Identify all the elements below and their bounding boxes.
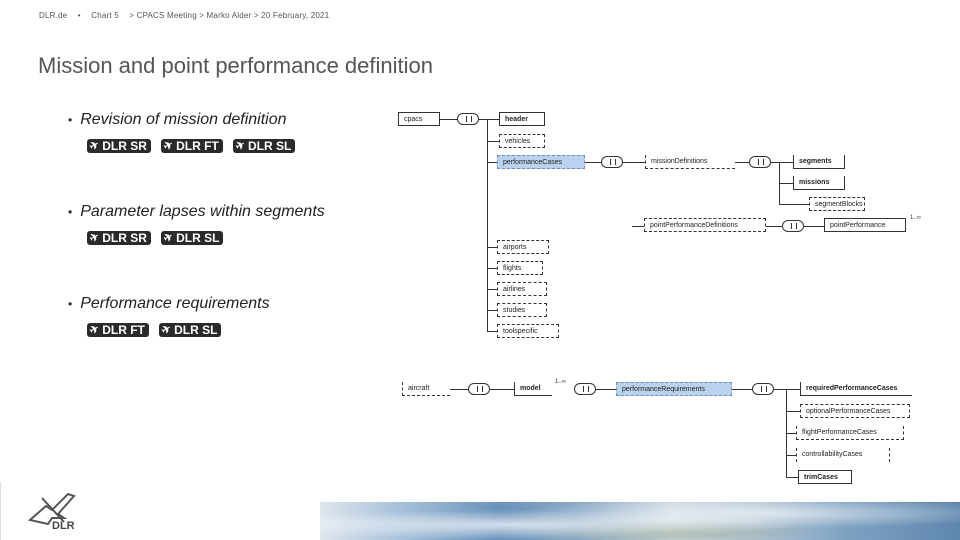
sequence-compositor-icon	[782, 220, 804, 232]
sequence-compositor-icon	[749, 156, 771, 168]
bullet-dot-icon: •	[68, 297, 72, 311]
node-segmentblocks: segmentBlocks	[809, 197, 865, 211]
breadcrumb: > CPACS Meeting > Marko Alder > 20 Febru…	[129, 11, 329, 20]
sequence-compositor-icon	[457, 113, 479, 125]
header-separator: •	[78, 11, 81, 20]
node-requiredperformancecases: requiredPerformanceCases	[800, 382, 912, 396]
node-flights: flights	[497, 261, 543, 275]
bullet-item: • Revision of mission definition	[68, 111, 287, 129]
bullet-text: Performance requirements	[80, 295, 269, 312]
dlr-badge: ✈DLR FT	[87, 323, 149, 337]
sequence-compositor-icon	[752, 383, 774, 395]
sequence-compositor-icon	[468, 383, 490, 395]
badge-label: DLR SL	[174, 323, 217, 337]
node-pointperformance: pointPerformance	[824, 218, 906, 232]
plane-icon: ✈	[233, 138, 248, 155]
node-header: header	[499, 112, 545, 126]
multiplicity-label: 1..∞	[555, 379, 566, 385]
bullet-item: • Performance requirements	[68, 295, 270, 313]
badge-label: DLR FT	[102, 323, 145, 337]
sequence-compositor-icon	[574, 383, 596, 395]
plane-icon: ✈	[87, 138, 102, 155]
dlr-badge: ✈DLR SL	[233, 139, 296, 153]
left-divider	[0, 482, 1, 540]
badge-label: DLR SL	[176, 231, 219, 245]
sequence-compositor-icon	[601, 156, 623, 168]
badge-row: ✈DLR SR ✈DLR SL	[87, 231, 223, 245]
badge-row: ✈DLR SR ✈DLR FT ✈DLR SL	[87, 139, 295, 153]
plane-icon: ✈	[161, 138, 176, 155]
plane-icon: ✈	[87, 230, 102, 247]
plane-icon: ✈	[87, 322, 102, 339]
node-airlines: airlines	[497, 282, 547, 296]
node-trimcases: trimCases	[798, 470, 852, 484]
node-airports: airports	[497, 240, 549, 254]
node-aircraft: aircraft	[402, 382, 450, 396]
node-segments: segments	[793, 155, 845, 169]
node-vehicles: vehicles	[499, 134, 545, 148]
bullet-text: Revision of mission definition	[80, 111, 286, 128]
node-missiondefinitions: missionDefinitions	[645, 155, 735, 169]
node-pointperformancedefinitions: pointPerformanceDefinitions	[644, 218, 766, 232]
bullet-text: Parameter lapses within segments	[80, 203, 325, 220]
multiplicity-label: 1..∞	[910, 215, 921, 221]
badge-label: DLR SR	[102, 139, 147, 153]
dlr-badge: ✈DLR SR	[87, 139, 151, 153]
bullet-item: • Parameter lapses within segments	[68, 203, 325, 221]
badge-label: DLR FT	[176, 139, 219, 153]
node-studies: studies	[497, 303, 547, 317]
node-missions: missions	[793, 176, 845, 190]
node-flightperformancecases: flightPerformanceCases	[796, 426, 904, 440]
node-toolspecific: toolspecific	[497, 324, 559, 338]
node-performancerequirements: performanceRequirements	[616, 382, 732, 396]
badge-row: ✈DLR FT ✈DLR SL	[87, 323, 221, 337]
site-label: DLR.de	[39, 11, 67, 20]
node-cpacs: cpacs	[398, 112, 440, 126]
node-optionalperformancecases: optionalPerformanceCases	[800, 404, 910, 418]
node-controllabilitycases: controllabilityCases	[796, 448, 890, 462]
page-title: Mission and point performance definition	[38, 53, 433, 79]
dlr-badge: ✈DLR SL	[159, 323, 222, 337]
plane-icon: ✈	[161, 230, 176, 247]
chart-number: Chart 5	[91, 11, 119, 20]
bullet-dot-icon: •	[68, 205, 72, 219]
node-model: model	[514, 382, 552, 396]
footer-earth-banner	[320, 502, 960, 540]
node-performancecases: performanceCases	[497, 155, 585, 169]
dlr-badge: ✈DLR SR	[87, 231, 151, 245]
logo-text: DLR	[52, 520, 75, 532]
slide-header: DLR.de • Chart 5 > CPACS Meeting > Marko…	[39, 11, 337, 20]
dlr-badge: ✈DLR FT	[161, 139, 223, 153]
plane-icon: ✈	[159, 322, 174, 339]
badge-label: DLR SR	[102, 231, 147, 245]
bullet-dot-icon: •	[68, 113, 72, 127]
dlr-badge: ✈DLR SL	[161, 231, 224, 245]
badge-label: DLR SL	[248, 139, 291, 153]
